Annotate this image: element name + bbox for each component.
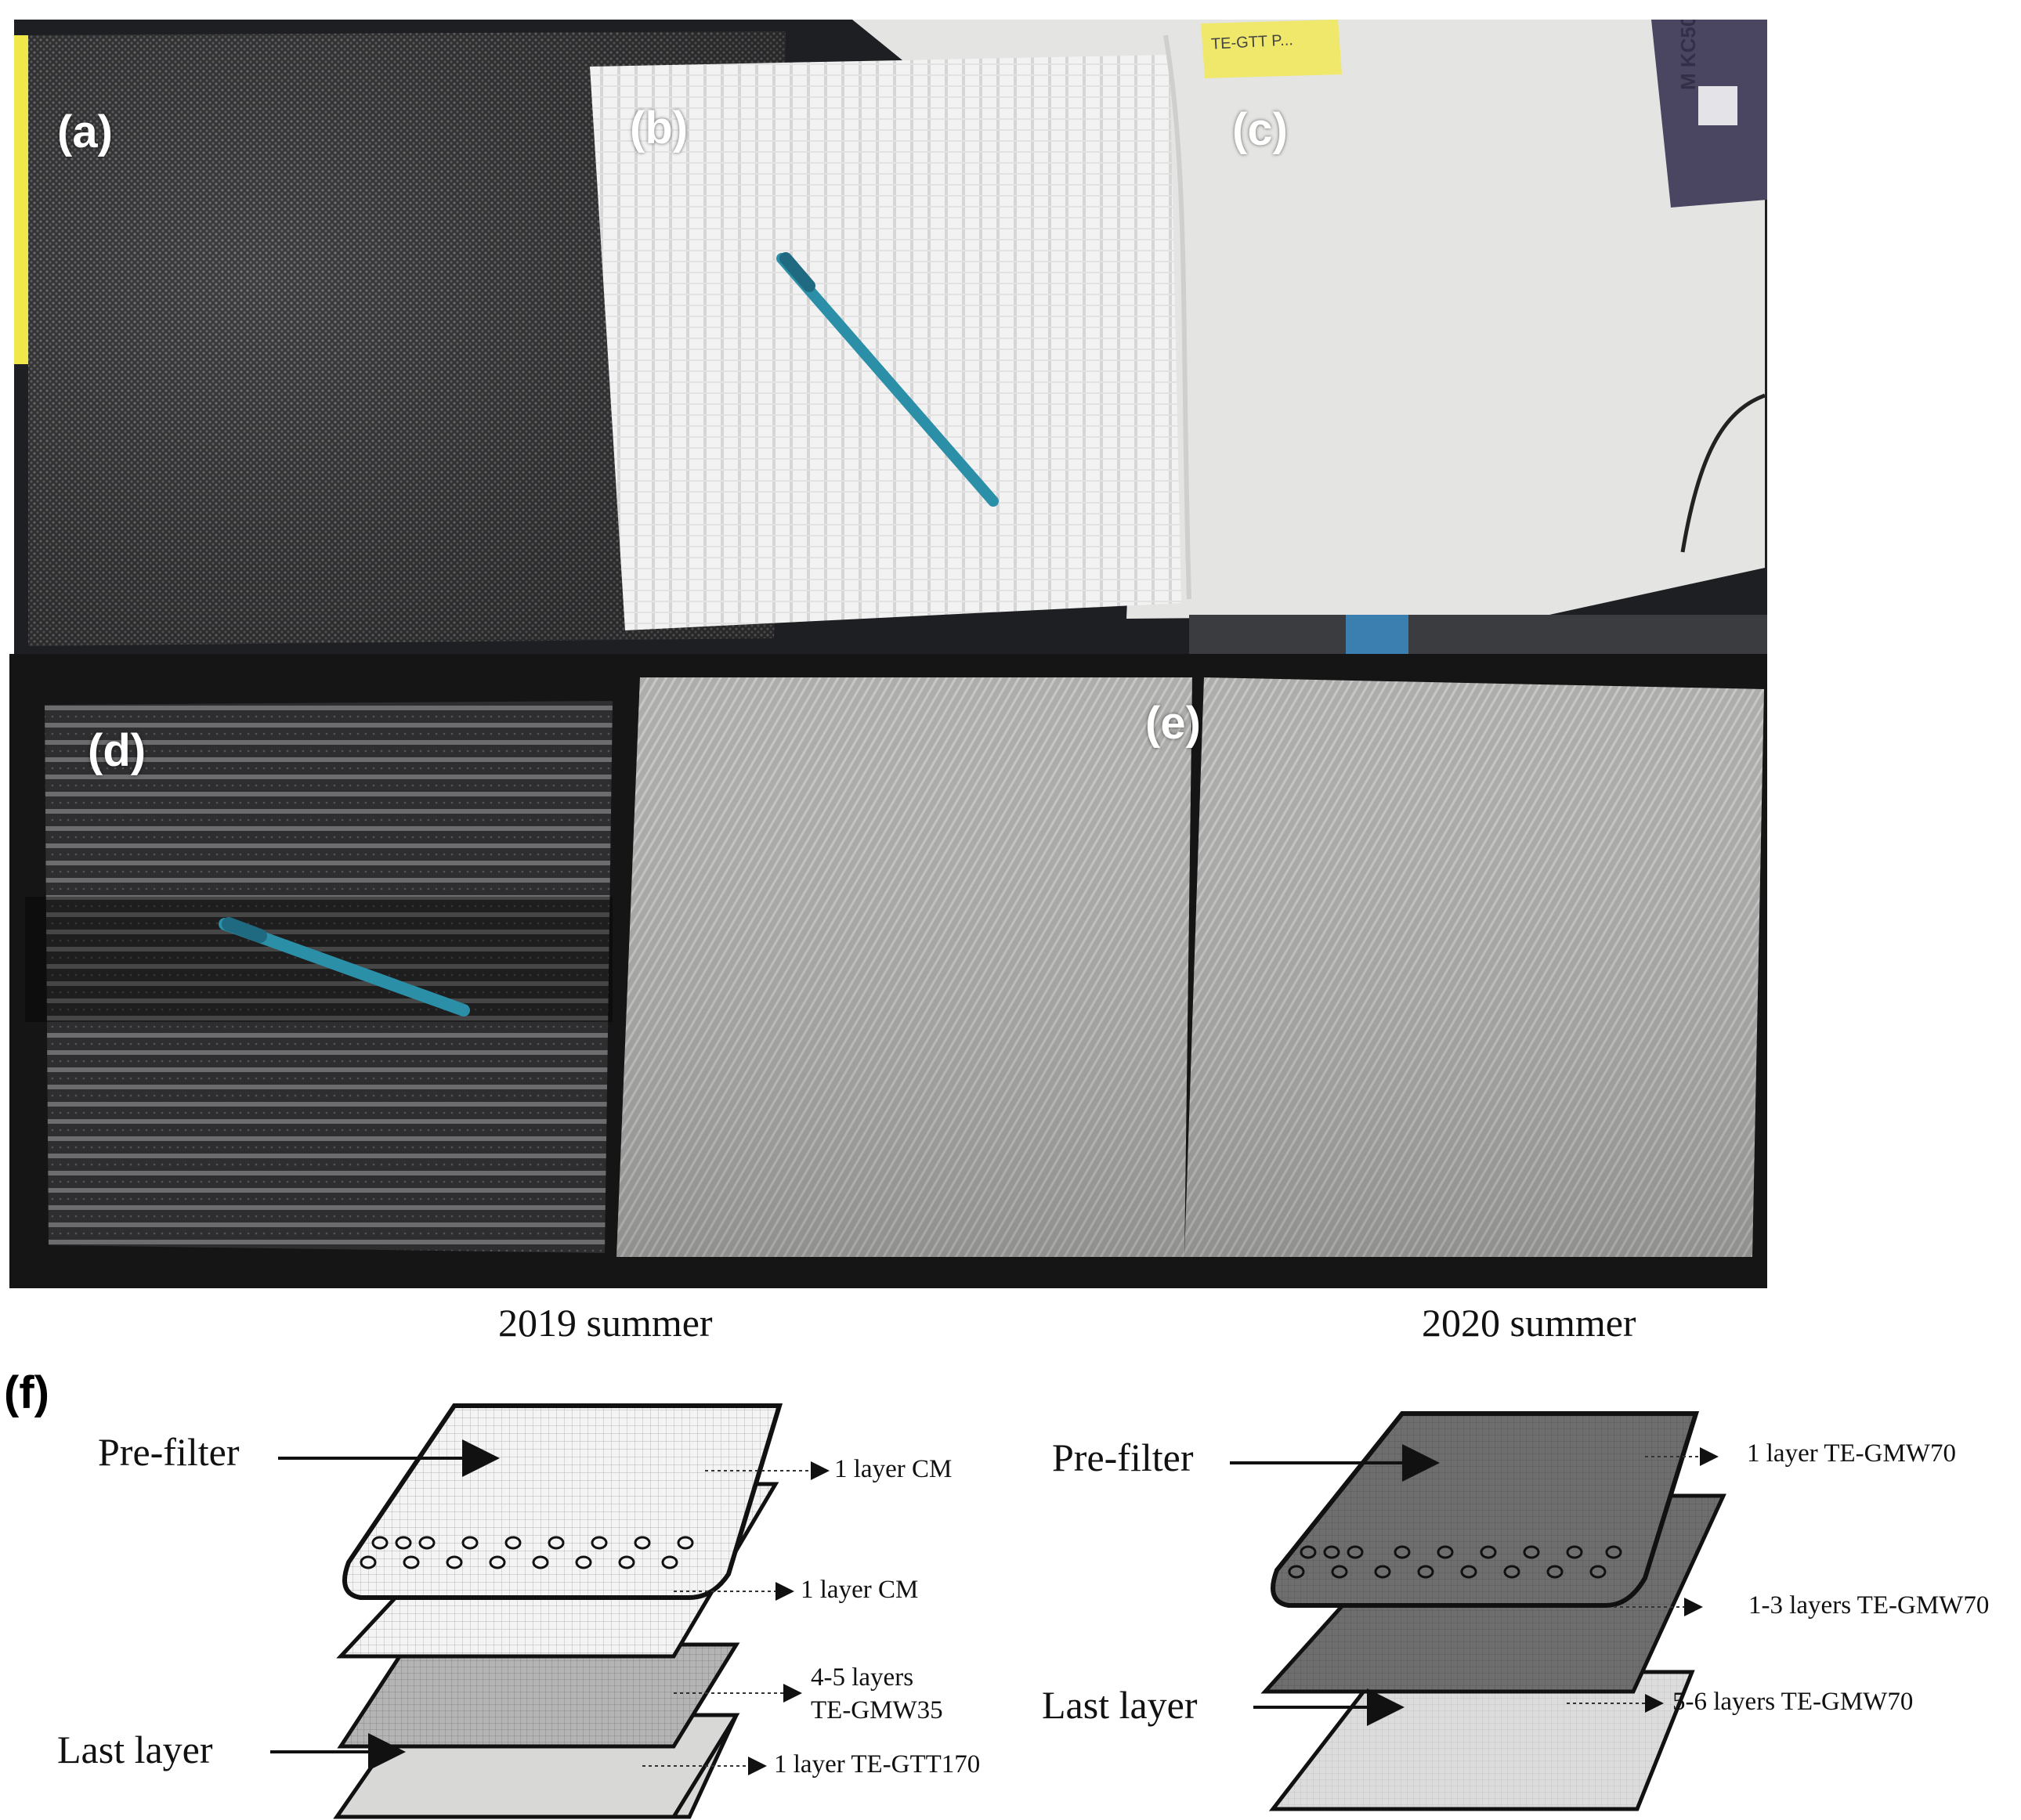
photo-bottom: (d) (e) [9,654,1767,1288]
white-mesh-b [590,55,1181,630]
label-prefilter-2020: Pre-filter [1052,1435,1194,1479]
panel-label-a: (a) [57,107,113,157]
caption-2020: 2020 summer [1422,1301,1636,1345]
label-prefilter-2019: Pre-filter [98,1430,240,1474]
yellow-tape [14,35,28,364]
photo-bottom-scene [25,677,1764,1257]
layer-gmw35 [337,1642,740,1749]
panel-label-c: (c) [1232,104,1288,155]
sticky-note [1201,20,1342,78]
photo-top: TE-GTT P... M KC500 (a) (b) (c) [14,20,1767,654]
layer-cm-1 [342,1403,783,1600]
label-2020-layer2: 1-3 layers TE-GMW70 [1748,1591,1990,1620]
label-last-layer-2019: Last layer [57,1728,213,1771]
label-2019-layer1: 1 layer CM [834,1455,953,1483]
label-2019-layer3-line1: 4-5 layers [811,1663,914,1692]
mask-holes-2020 [1288,1545,1622,1579]
label-2020-layer1: 1 layer TE-GMW70 [1747,1439,1956,1468]
label-2019-layer2: 1 layer CM [801,1576,919,1604]
panel-label-e: (e) [1145,698,1201,749]
label-2019-layer3-line2: TE-GMW35 [811,1696,943,1724]
label-last-layer-2020: Last layer [1042,1683,1198,1727]
panel-label-f: (f) [4,1367,49,1418]
panel-label-d: (d) [88,725,146,776]
diagram-2020 [1230,1411,1726,1811]
glove-box-text: M KC500 [1676,20,1700,90]
label-2020-layer3: 5-6 layers TE-GMW70 [1672,1688,1914,1716]
mask-holes-2019 [360,1536,694,1569]
caption-2019: 2019 summer [498,1301,713,1345]
diagram-2019 [270,1403,830,1819]
label-2019-layer4: 1 layer TE-GTT170 [774,1750,981,1778]
photo-top-scene [14,20,1767,654]
dark-fabric-d [45,701,613,1253]
panel-label-b: (b) [630,103,689,153]
blue-pen-top [776,253,999,507]
